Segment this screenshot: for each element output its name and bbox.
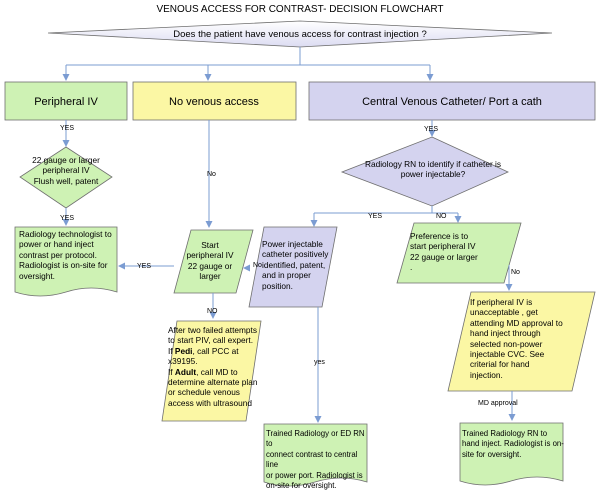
node-line-pedi: If Pedi, call PCC at bbox=[168, 346, 260, 356]
node-line: x39195. bbox=[168, 356, 198, 367]
trained-connect-text: Trained Radiology or ED RN to connect co… bbox=[266, 429, 370, 491]
flowchart-title: VENOUS ACCESS FOR CONTRAST- DECISION FLO… bbox=[156, 4, 443, 15]
node-line-adult: If Adult, call MD to bbox=[168, 367, 260, 377]
node-line: Radiologist is on-site for bbox=[19, 260, 108, 271]
node-line: contrast per protocol. bbox=[19, 249, 97, 260]
node-line: hand inject through bbox=[470, 328, 541, 339]
text-fragment: , call PCC at bbox=[192, 345, 239, 356]
node-line: Start bbox=[201, 240, 219, 250]
node-line: peripheral IV bbox=[42, 165, 90, 176]
node-line: . bbox=[410, 262, 413, 273]
node-line: Power injectable bbox=[262, 239, 323, 249]
node-line: peripheral IV bbox=[186, 250, 234, 261]
preference-piv-text: Preference is to start peripheral IV 22 … bbox=[410, 231, 506, 273]
trained-hand-document-shape bbox=[459, 422, 564, 486]
central-venous-catheter-label: Central Venous Catheter/ Port a cath bbox=[362, 96, 542, 108]
node-line: and in proper bbox=[262, 270, 311, 281]
node-line: on-site for oversight. bbox=[266, 481, 337, 491]
node-line: power or hand inject bbox=[19, 239, 94, 250]
node-line: 22 gauge or bbox=[187, 260, 233, 271]
edge-label-no: No bbox=[511, 269, 520, 276]
piv-unacceptable-shape bbox=[447, 291, 596, 392]
node-line: criterial for hand bbox=[470, 359, 530, 370]
edge-label-yes: YES bbox=[424, 126, 438, 133]
node-line: or power port. Radiologist is bbox=[266, 470, 363, 480]
tech-inject-text: Radiology technologist to power or hand … bbox=[19, 229, 121, 281]
node-line: to start PIV, call expert. bbox=[168, 335, 254, 346]
node-line: unacceptable , get bbox=[470, 307, 538, 318]
edge-label-md-approval: MD approval bbox=[478, 400, 518, 407]
edge-label-yes: YES bbox=[60, 215, 74, 222]
node-line: site for oversight. bbox=[462, 449, 522, 459]
edge-label-yes: YES bbox=[368, 213, 382, 220]
edge-label-no: NO bbox=[207, 308, 218, 315]
piv-unacceptable-text: If peripheral IV is unacceptable , get a… bbox=[470, 297, 580, 380]
peripheral-iv-label: Peripheral IV bbox=[34, 96, 98, 108]
text-fragment: , call MD to bbox=[196, 366, 238, 377]
edge-label-no: No bbox=[207, 171, 216, 178]
edge-label-no: NO bbox=[436, 213, 447, 220]
trained-connect-document-shape bbox=[263, 423, 368, 487]
tech-inject-document-shape bbox=[14, 226, 118, 297]
edge-label-yes: yes bbox=[314, 359, 325, 366]
node-line: access with ultrasound bbox=[168, 397, 252, 408]
node-line: oversight. bbox=[19, 270, 55, 281]
gauge-check-text: 22 gauge or larger peripheral IV Flush w… bbox=[26, 155, 106, 186]
node-line: Trained Radiology or ED RN to bbox=[266, 429, 365, 449]
start-piv-text: Start peripheral IV 22 gauge or larger bbox=[180, 240, 240, 282]
power-injectable-shape bbox=[248, 226, 338, 308]
edge-label-no: No bbox=[253, 262, 262, 269]
edge-label-yes: YES bbox=[60, 125, 74, 132]
node-line: attending MD approval to bbox=[470, 317, 563, 328]
failed-attempts-text: After two failed attempts to start PIV, … bbox=[168, 325, 260, 408]
node-line: 22 gauge or larger bbox=[410, 251, 478, 262]
node-line: injection. bbox=[470, 369, 503, 380]
node-line: or schedule venous bbox=[168, 387, 240, 398]
text-fragment: If bbox=[168, 345, 175, 356]
node-line: injectable CVC. See bbox=[470, 349, 545, 360]
power-injectable-text: Power injectable catheter positively ide… bbox=[262, 239, 334, 291]
preference-piv-shape bbox=[396, 222, 522, 284]
node-line: catheter positively bbox=[262, 249, 329, 260]
node-line: Flush well, patent bbox=[33, 175, 99, 186]
peripheral-iv-box bbox=[4, 81, 128, 121]
no-venous-access-label: No venous access bbox=[169, 96, 259, 108]
node-line: position. bbox=[262, 280, 293, 291]
node-line: selected non-power bbox=[470, 338, 543, 349]
node-line: start peripheral IV bbox=[410, 241, 476, 252]
edge-label-yes: YES bbox=[137, 263, 151, 270]
node-line: Radiology technologist to bbox=[19, 229, 112, 239]
node-line: After two failed attempts bbox=[168, 325, 258, 335]
node-line: hand inject. Radiologist is on- bbox=[462, 439, 564, 449]
node-line: 22 gauge or larger bbox=[32, 155, 100, 165]
node-line: If peripheral IV is bbox=[470, 297, 533, 307]
node-line: power injectable? bbox=[400, 169, 466, 180]
adult-bold: Adult bbox=[174, 366, 197, 377]
node-line: Preference is to bbox=[410, 231, 469, 241]
text-fragment: If bbox=[168, 366, 175, 377]
pedi-bold: Pedi bbox=[174, 345, 193, 356]
central-venous-catheter-box bbox=[308, 81, 596, 121]
start-piv-shape bbox=[173, 229, 254, 294]
question-text: Does the patient have venous access for … bbox=[173, 29, 426, 40]
node-line: connect contrast to central line bbox=[266, 449, 358, 470]
trained-hand-text: Trained Radiology RN to hand inject. Rad… bbox=[462, 429, 566, 460]
node-line: determine alternate plan bbox=[168, 377, 258, 388]
node-line: larger bbox=[199, 271, 221, 282]
rn-identify-text: Radiology RN to identify if catheter is … bbox=[358, 159, 508, 180]
node-line: identified, patent, bbox=[262, 259, 326, 270]
node-line: Trained Radiology RN to bbox=[462, 429, 548, 438]
no-venous-access-box bbox=[132, 81, 297, 121]
failed-attempts-shape bbox=[161, 320, 262, 422]
node-line: Radiology RN to identify if catheter is bbox=[364, 159, 502, 169]
